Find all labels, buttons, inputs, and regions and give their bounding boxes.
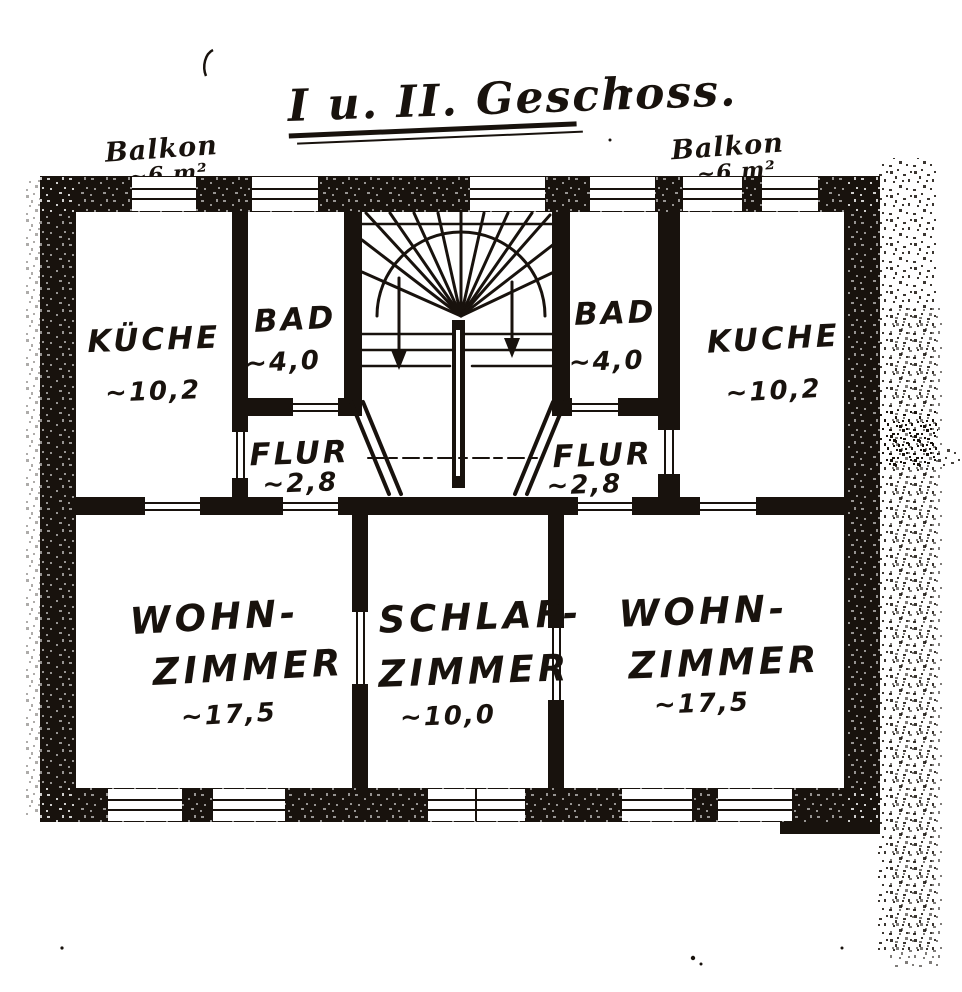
window bbox=[590, 177, 655, 211]
windows-top bbox=[132, 177, 818, 211]
window bbox=[762, 177, 818, 211]
door bbox=[657, 430, 681, 474]
room-flur-right: FLUR ~2,8 bbox=[546, 436, 653, 502]
room-schlafzimmer-line1: SCHLAF- bbox=[378, 592, 583, 642]
window bbox=[132, 177, 196, 211]
room-kueche-left-area: ~10,2 bbox=[105, 375, 202, 408]
window bbox=[470, 177, 545, 211]
room-wohnzimmer-left: WOHN- ZIMMER ~17,5 bbox=[129, 591, 346, 733]
page-title: I u. II. Geschoss. bbox=[285, 65, 738, 132]
room-bad-left-name: BAD bbox=[253, 300, 337, 340]
room-wohnzimmer-right: WOHN- ZIMMER ~17,5 bbox=[618, 587, 821, 721]
stair-direction-arrows bbox=[391, 276, 520, 370]
room-wohnzimmer-left-area: ~17,5 bbox=[180, 698, 277, 733]
door bbox=[572, 397, 618, 417]
room-flur-right-name: FLUR bbox=[552, 436, 653, 475]
window bbox=[428, 789, 525, 821]
room-flur-left-area: ~2,8 bbox=[262, 467, 339, 500]
door bbox=[231, 432, 249, 478]
photocopy-noise bbox=[26, 48, 960, 968]
door bbox=[293, 397, 338, 417]
wall-bad-kueche-right bbox=[658, 212, 680, 497]
arrow-down-icon bbox=[391, 350, 407, 370]
room-kueche-right-area: ~10,2 bbox=[725, 374, 822, 409]
stair-handrail-arc bbox=[375, 230, 547, 318]
room-flur-left-name: FLUR bbox=[249, 434, 350, 473]
door bbox=[547, 628, 565, 700]
stair-spine-wall bbox=[452, 320, 465, 488]
stair-winder-fan bbox=[360, 209, 556, 318]
window bbox=[683, 177, 742, 211]
door bbox=[145, 496, 200, 516]
window bbox=[108, 789, 182, 821]
room-schlafzimmer: SCHLAF- ZIMMER ~10,0 bbox=[377, 592, 583, 733]
room-wohnzimmer-left-line1: WOHN- bbox=[129, 591, 301, 643]
room-bad-right: BAD ~4,0 bbox=[568, 294, 657, 378]
arrow-down-icon bbox=[504, 338, 520, 358]
room-wohnzimmer-right-area: ~17,5 bbox=[653, 687, 750, 720]
window bbox=[622, 789, 692, 821]
room-flur-right-area: ~2,8 bbox=[546, 469, 623, 502]
door bbox=[283, 496, 338, 516]
windows-bottom bbox=[108, 789, 792, 821]
door bbox=[578, 496, 632, 516]
wall-stairwell-right bbox=[552, 212, 570, 402]
door bbox=[700, 496, 756, 516]
room-kueche-left: KÜCHE ~10,2 bbox=[87, 319, 221, 409]
room-bad-right-area: ~4,0 bbox=[568, 345, 645, 378]
window bbox=[718, 789, 792, 821]
landing-angled-walls bbox=[349, 400, 567, 496]
plan-title-block: I u. II. Geschoss. bbox=[285, 65, 738, 145]
room-schlafzimmer-area: ~10,0 bbox=[399, 700, 496, 733]
doors bbox=[145, 397, 756, 700]
door bbox=[351, 612, 369, 684]
wall-kueche-bad-left bbox=[232, 212, 248, 497]
wall-middle-divider bbox=[76, 497, 844, 515]
room-wohnzimmer-left-line2: ZIMMER bbox=[150, 641, 345, 694]
room-wohnzimmer-right-line1: WOHN- bbox=[618, 587, 789, 636]
window bbox=[252, 177, 318, 211]
room-kueche-right-name: KUCHE bbox=[706, 318, 841, 361]
room-schlafzimmer-line2: ZIMMER bbox=[377, 646, 571, 696]
title-underline bbox=[288, 121, 583, 145]
room-labels: KÜCHE ~10,2 BAD ~4,0 BAD ~4,0 KUCHE ~10,… bbox=[87, 294, 841, 733]
room-bad-left: BAD ~4,0 bbox=[244, 300, 337, 380]
room-wohnzimmer-right-line2: ZIMMER bbox=[627, 638, 821, 688]
staircase bbox=[349, 209, 567, 496]
wall-stairwell-left bbox=[344, 212, 362, 402]
room-bad-left-area: ~4,0 bbox=[244, 345, 321, 379]
room-kueche-left-name: KÜCHE bbox=[87, 319, 221, 361]
room-kueche-right: KUCHE ~10,2 bbox=[706, 318, 841, 409]
room-bad-right-name: BAD bbox=[573, 294, 657, 333]
room-flur-left: FLUR ~2,8 bbox=[249, 434, 350, 500]
window bbox=[213, 789, 285, 821]
